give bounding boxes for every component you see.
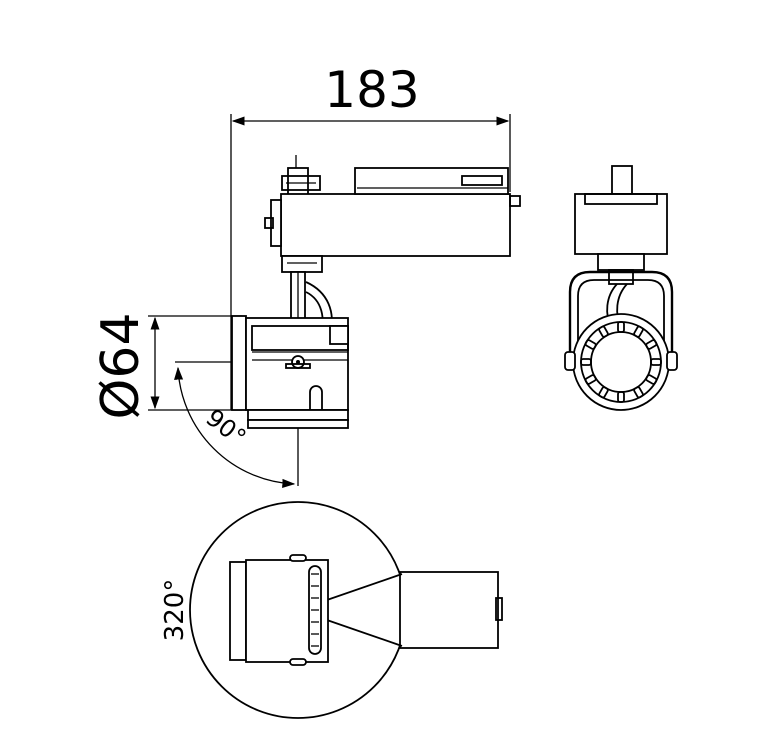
front-lamp-fin [645,339,658,350]
adapter-side-clip [270,199,282,247]
front-stem [608,269,634,285]
top-knob-lower [289,658,307,666]
top-lamp-body [245,559,329,663]
top-adapter-end-tab [495,597,503,621]
front-adapter-body [574,193,668,255]
lamp-base-rim [247,419,349,429]
adapter-side-screw [264,217,274,229]
diameter-label: Ø64 [91,312,151,419]
track-adapter-body [280,193,511,257]
top-view: 320° [160,501,503,719]
top-knob-upper [289,554,307,562]
top-lamp-front-ring [229,561,247,661]
front-lamp-fin [580,358,592,366]
front-adapter-top-lip [584,193,658,205]
top-lamp-vent-slot [308,565,322,655]
adapter-top-plate [354,167,509,195]
adapter-pin [287,167,309,197]
front-view [564,165,678,411]
front-adapter-neck [597,253,645,271]
front-lamp-fin [633,325,644,338]
front-lamp-cooling-fins [580,321,662,403]
adapter-neck [281,255,323,273]
front-knob-right [666,351,678,371]
front-lamp-fin [645,374,658,385]
front-lamp-fin [650,358,662,366]
adapter-lever [461,175,503,186]
top-adapter-body [399,571,499,649]
lamp-front-ring [231,315,247,411]
lamp-rear-vent [329,325,349,345]
adapter-end-clip [509,195,521,207]
top-lamp-fins [311,573,319,647]
front-lamp-fin [598,386,609,399]
yoke-bracket [568,270,674,352]
front-lamp-fin [584,339,597,350]
adapter-collar [281,175,321,191]
front-lamp-fin [598,325,609,338]
rotation-angle-label: 320° [160,579,190,642]
front-adapter-pin [611,165,633,195]
side-view [231,155,521,429]
diameter-dimension: Ø64 [91,312,242,420]
front-lamp-fin [584,374,597,385]
lamp-slot [309,385,323,410]
front-lamp-fin [617,391,625,403]
front-lamp-fin [617,321,625,333]
width-label: 183 [324,61,419,119]
width-dimension: 183 [230,61,511,410]
lamp-base-plate [247,409,349,421]
front-lamp-fin [633,386,644,399]
tilt-arc [174,366,296,488]
front-knob-left [564,351,576,371]
front-lamp-lens [590,331,652,393]
